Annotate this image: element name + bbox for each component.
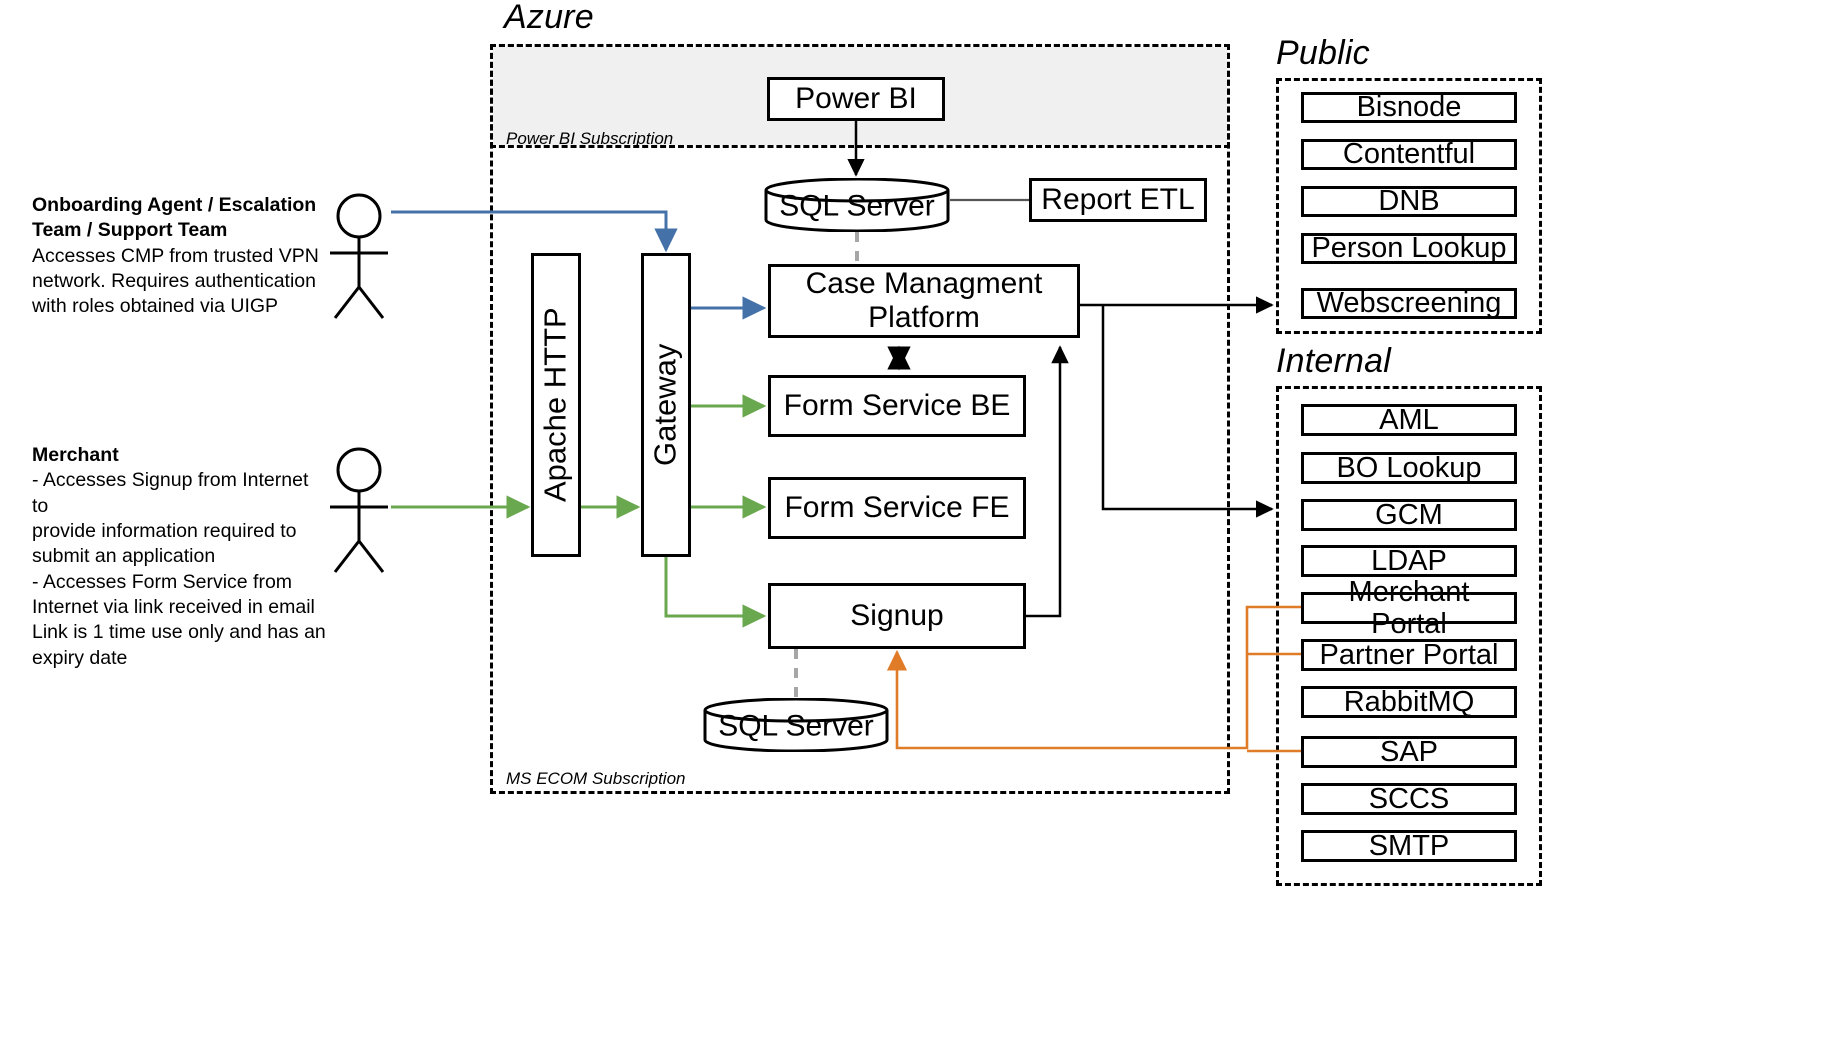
actor-merchant-line-7: expiry date [32,646,128,669]
actor-onboarding-line-1: Accesses CMP from trusted VPN [32,244,319,267]
zone-internal [1276,386,1542,886]
actor-merchant-text: Merchant - Accesses Signup from Internet… [32,443,328,671]
actor-icon-merchant [330,447,388,573]
actor-onboarding-heading-l2: Team / Support Team [32,219,228,242]
cylinder-shape [764,177,950,233]
actor-merchant-line-5: Internet via link received in email [32,596,315,619]
flow-cmp-to-internal [1101,305,1274,518]
internal-service-partner-portal[interactable]: Partner Portal [1301,639,1517,671]
flow-gateway-to-signup [664,557,767,628]
node-case-management-platform[interactable]: Case Managment Platform [768,264,1080,338]
internal-service-bo-lookup[interactable]: BO Lookup [1301,452,1517,484]
flow-signup-to-cmp [1026,345,1069,618]
ms-ecom-subscription-label: MS ECOM Subscription [506,769,686,788]
actor-merchant-heading: Merchant [32,444,119,466]
public-service-bisnode[interactable]: Bisnode [1301,91,1517,123]
flow-internal-to-signup [886,605,1301,750]
internal-service-sap[interactable]: SAP [1301,736,1517,768]
zone-title-internal: Internal [1276,342,1392,380]
actor-merchant-line-6: Link is 1 time use only and has an [32,621,326,644]
actor-onboarding-heading-l1: Onboarding Agent / Escalation [32,194,317,216]
actor-onboarding-line-2: network. Requires authentication [32,270,316,293]
zone-public [1276,78,1542,334]
actor-merchant-line-1: - Accesses Signup from Internet to [32,469,309,517]
internal-service-ldap[interactable]: LDAP [1301,545,1517,577]
public-service-contentful[interactable]: Contentful [1301,138,1517,170]
actor-onboarding-text: Onboarding Agent / Escalation Team / Sup… [32,193,328,320]
flow-agent-to-gateway [391,210,678,253]
node-form-service-be[interactable]: Form Service BE [768,375,1026,437]
internal-service-gcm[interactable]: GCM [1301,499,1517,531]
node-signup[interactable]: Signup [768,583,1026,649]
actor-merchant-line-2: provide information required to [32,520,297,543]
zone-powerbi-subscription [490,44,1230,148]
powerbi-subscription-label: Power BI Subscription [506,129,674,148]
internal-service-sccs[interactable]: SCCS [1301,783,1517,815]
actor-onboarding-line-3: with roles obtained via UIGP [32,295,279,318]
internal-service-rabbitmq[interactable]: RabbitMQ [1301,686,1517,718]
node-power-bi[interactable]: Power BI [767,77,945,121]
actor-merchant-line-4: - Accesses Form Service from [32,570,293,593]
node-form-service-fe[interactable]: Form Service FE [768,477,1026,539]
zone-title-azure: Azure [504,0,594,36]
cylinder-shape [703,697,889,753]
internal-service-smtp[interactable]: SMTP [1301,830,1517,862]
node-report-etl[interactable]: Report ETL [1029,178,1207,222]
public-service-person-lookup[interactable]: Person Lookup [1301,232,1517,264]
cmp-label-line-1: Case Managment [805,267,1043,301]
public-service-dnb[interactable]: DNB [1301,185,1517,217]
cmp-label-line-2: Platform [868,301,980,334]
actor-icon-onboarding [330,193,388,319]
zone-title-public: Public [1276,34,1370,72]
internal-service-aml[interactable]: AML [1301,404,1517,436]
actor-merchant-line-3: submit an application [32,545,216,568]
public-service-webscreening[interactable]: Webscreening [1301,287,1517,319]
